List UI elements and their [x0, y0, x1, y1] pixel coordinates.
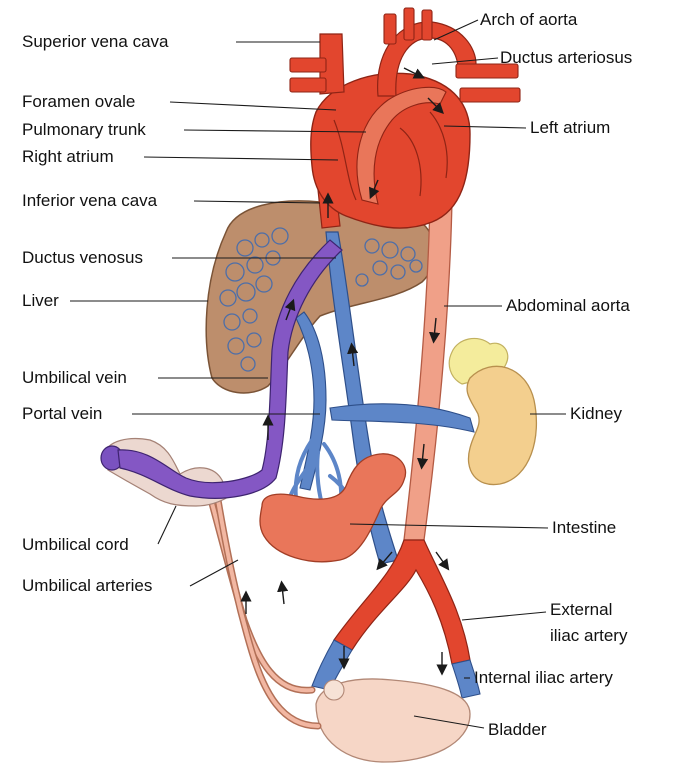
label-superior-vena-cava: Superior vena cava [22, 32, 168, 52]
label-umbilical-cord: Umbilical cord [22, 535, 129, 555]
label-pulmonary-trunk: Pulmonary trunk [22, 120, 146, 140]
label-external-iliac-line1: External [550, 600, 612, 620]
kidney-shape [467, 366, 536, 484]
iliac-arteries-shape [334, 540, 470, 664]
label-internal-iliac-artery: Internal iliac artery [474, 668, 613, 688]
label-liver: Liver [22, 291, 59, 311]
label-inferior-vena-cava: Inferior vena cava [22, 191, 157, 211]
label-ductus-arteriosus: Ductus arteriosus [500, 48, 632, 68]
label-right-atrium: Right atrium [22, 147, 114, 167]
label-external-iliac-line2: iliac artery [550, 626, 627, 646]
urachus-knob [324, 680, 344, 700]
label-portal-vein: Portal vein [22, 404, 102, 424]
label-intestine: Intestine [552, 518, 616, 538]
label-foramen-ovale: Foramen ovale [22, 92, 135, 112]
label-left-atrium: Left atrium [530, 118, 610, 138]
label-abdominal-aorta: Abdominal aorta [506, 296, 630, 316]
label-umbilical-arteries: Umbilical arteries [22, 576, 152, 596]
label-ductus-venosus: Ductus venosus [22, 248, 143, 268]
label-bladder: Bladder [488, 720, 547, 740]
label-kidney: Kidney [570, 404, 622, 424]
label-umbilical-vein: Umbilical vein [22, 368, 127, 388]
label-arch-of-aorta: Arch of aorta [480, 10, 577, 30]
